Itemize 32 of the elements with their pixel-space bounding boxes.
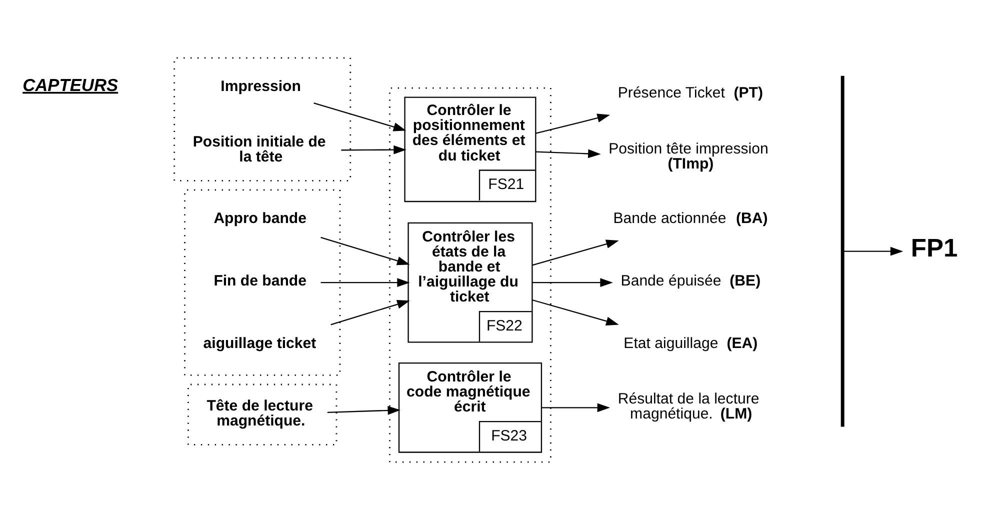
node-text: Etat aiguillage (EA) [624,334,758,352]
arrow [542,403,610,412]
node-text: Bande épuisée (BE) [620,272,761,290]
arrow [532,278,613,288]
node-text: Position tête impression (TImp) [608,140,768,172]
cluster [188,384,338,446]
node-text: Présence Ticket (PT) [618,84,763,102]
arrow [330,300,410,326]
node-text: aiguillage ticket [203,334,316,352]
arrow [314,102,406,132]
cluster [389,87,552,463]
arrow [536,149,601,158]
arrow [320,236,410,266]
arrow [341,145,406,154]
node-text: Appro bande [214,210,306,227]
node-text: Fin de bande [214,272,306,290]
cluster [184,189,341,376]
arrow [536,114,610,134]
node-text: FP1 [910,234,958,263]
node-text: Bande actionnée (BA) [613,210,768,227]
node-text: Position initiale de la tête [192,133,326,166]
arrow [532,240,619,266]
node-text: Résultat de la lecture magnétique. (LM) [618,390,760,423]
arrow [320,278,410,288]
arrow [844,246,904,256]
arrow [327,406,401,415]
node-text: Tête de lecture magnétique. [206,397,313,430]
arrow [532,299,619,326]
label: CAPTEURS [22,74,118,95]
cluster [174,57,352,182]
node-text: Impression [220,78,301,95]
node-bar [840,76,844,427]
